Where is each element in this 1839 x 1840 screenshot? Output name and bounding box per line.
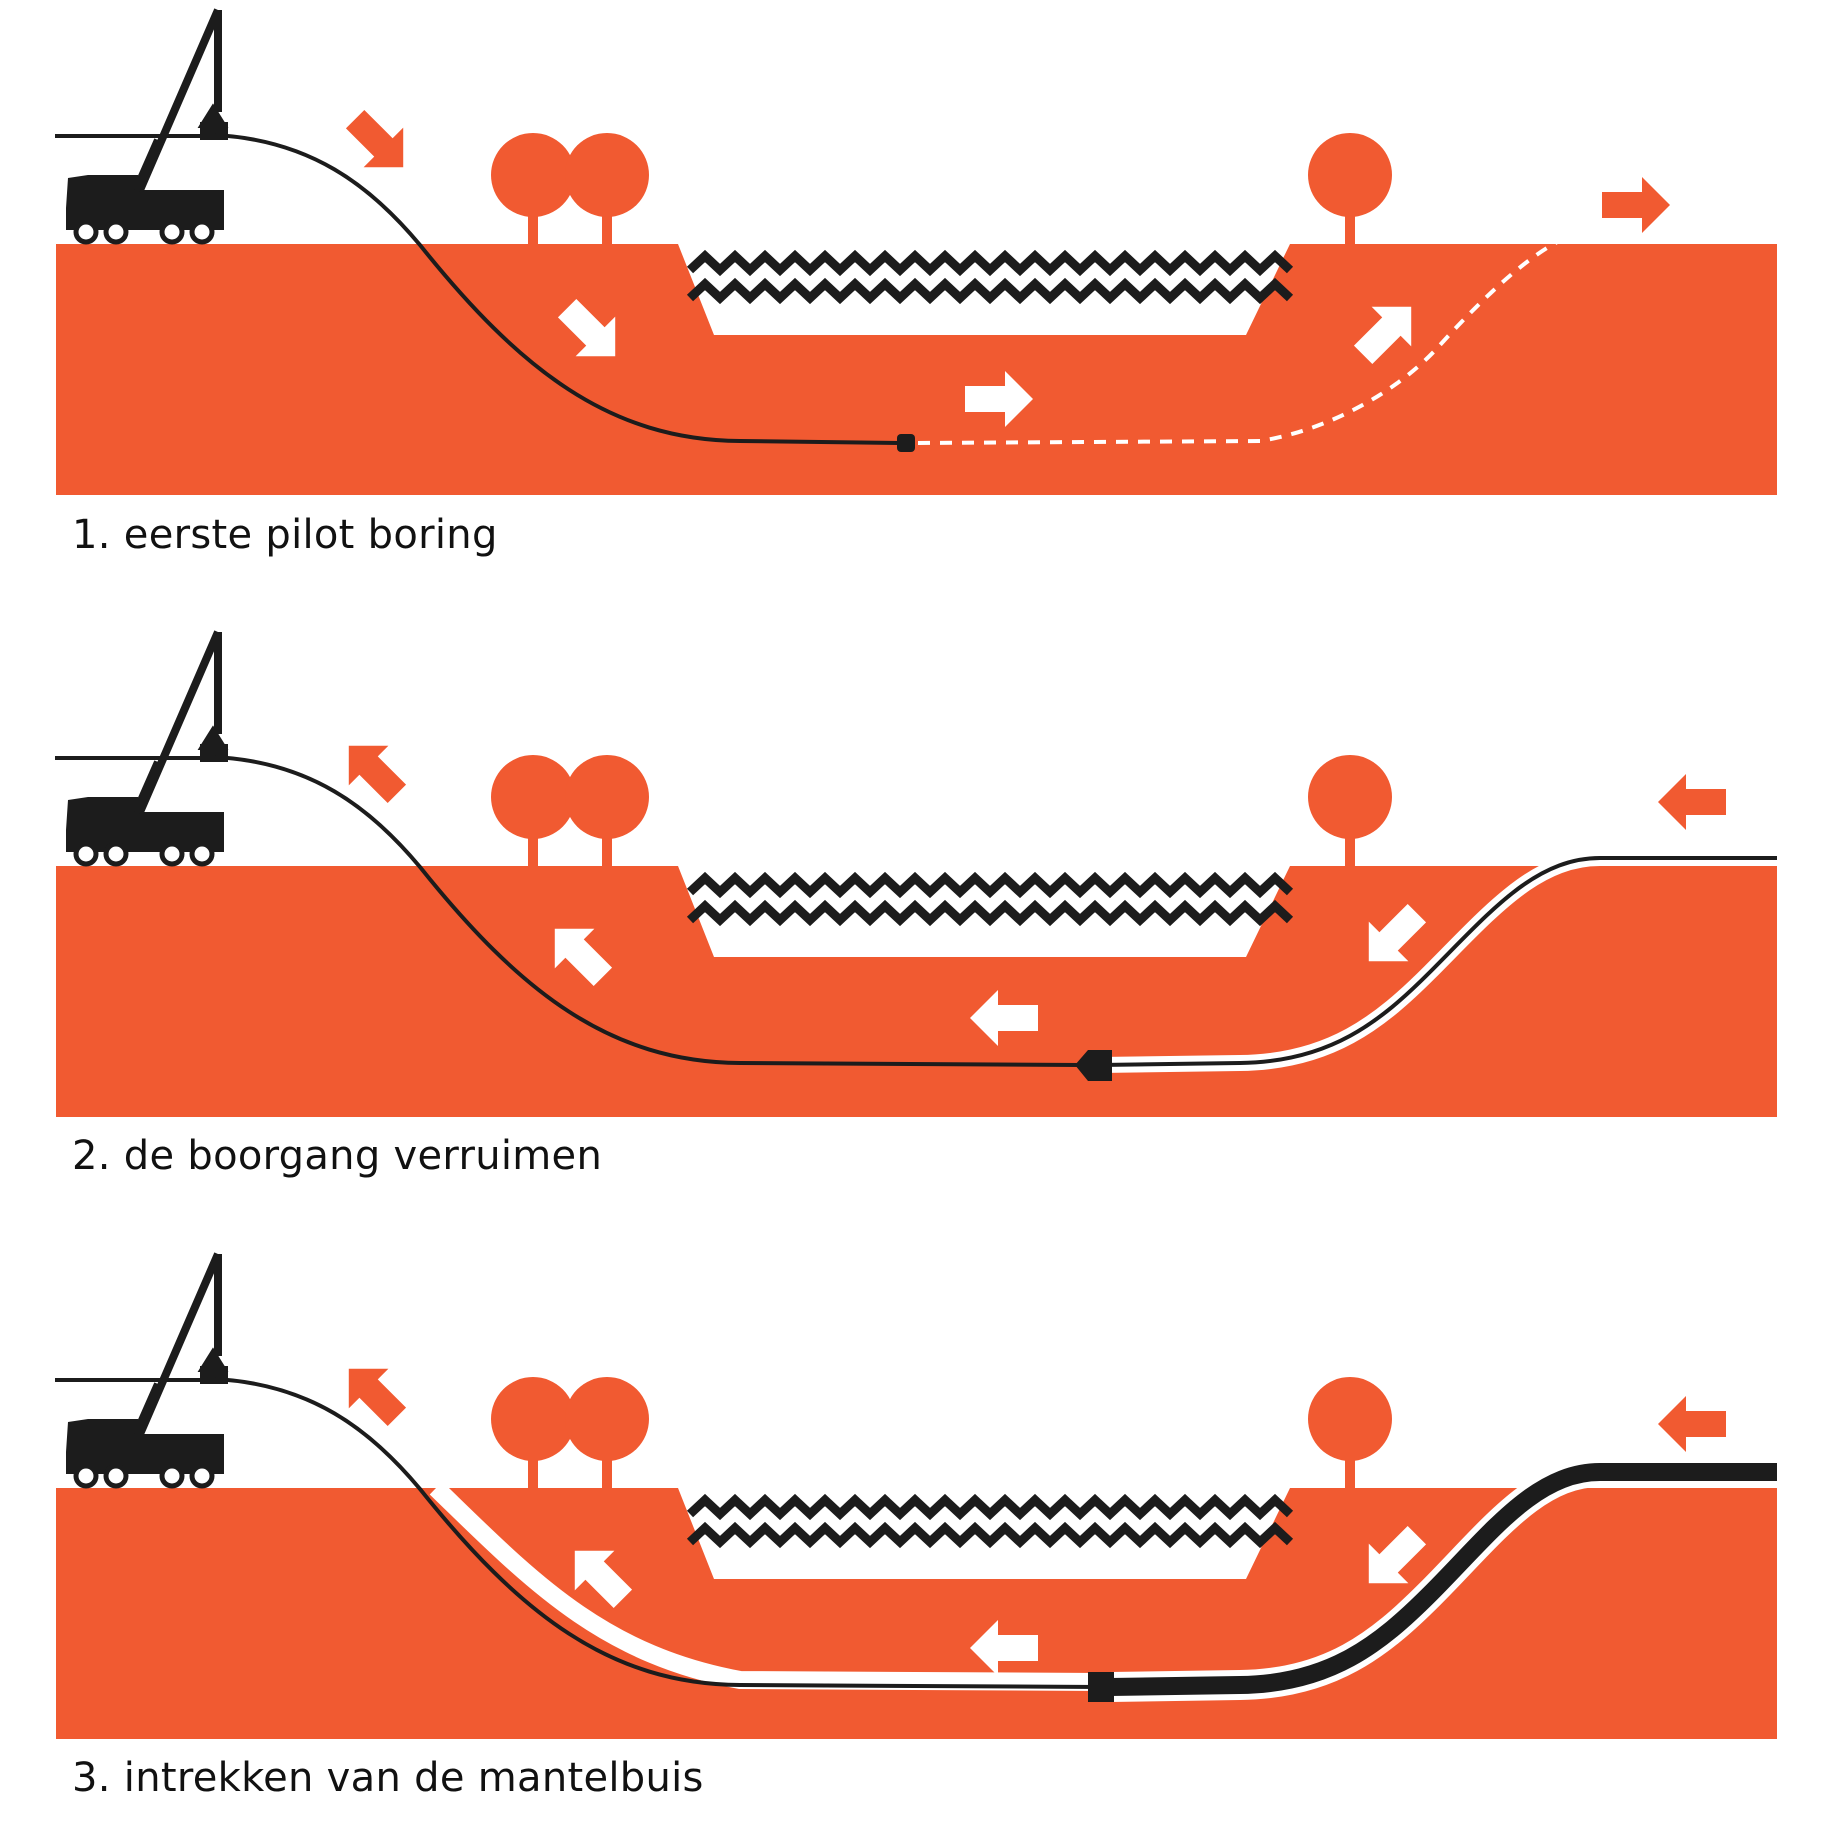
tree-icon xyxy=(1308,1377,1392,1489)
tree-crown xyxy=(491,1377,575,1461)
drilling-rig-icon xyxy=(55,8,229,245)
tree-trunk xyxy=(528,827,538,867)
tree-trunk xyxy=(602,827,612,867)
wave-line xyxy=(686,249,1294,277)
water-waves-icon xyxy=(686,871,1294,927)
drill-head-icon xyxy=(897,434,915,452)
tree-trunk xyxy=(1345,1449,1355,1489)
rig-wheel xyxy=(189,841,215,867)
wave-line xyxy=(686,871,1294,899)
water-waves-icon xyxy=(686,1493,1294,1549)
step-2-caption: 2. de boorgang verruimen xyxy=(72,1133,603,1179)
tree-icon xyxy=(491,755,575,867)
tree-trunk xyxy=(528,1449,538,1489)
rig-wheel xyxy=(73,219,99,245)
tree-crown xyxy=(1308,755,1392,839)
panel-3 xyxy=(55,1252,1777,1739)
tree-icon xyxy=(1308,133,1392,245)
tree-icon xyxy=(491,133,575,245)
rig-wheel xyxy=(159,1463,185,1489)
tree-icon xyxy=(491,1377,575,1489)
arrow-icon xyxy=(328,1348,417,1437)
rig-mast xyxy=(132,1252,222,1436)
rig-truck-body xyxy=(66,175,224,230)
drilling-rig-icon xyxy=(55,1252,229,1489)
tree-icon xyxy=(565,755,649,867)
wave-line xyxy=(686,899,1294,927)
rig-truck-body xyxy=(66,797,224,852)
tree-icon xyxy=(565,133,649,245)
rig-wheel xyxy=(159,841,185,867)
tree-trunk xyxy=(602,205,612,245)
rig-wheel xyxy=(189,219,215,245)
tree-icon xyxy=(565,1377,649,1489)
tree-crown xyxy=(491,133,575,217)
tree-icon xyxy=(1308,755,1392,867)
reamed-channel xyxy=(429,1481,1101,1691)
reamer-icon xyxy=(1075,1050,1112,1081)
step-1-caption: 1. eerste pilot boring xyxy=(72,512,498,558)
ground xyxy=(56,866,1777,1117)
tree-trunk xyxy=(528,205,538,245)
tree-crown xyxy=(565,1377,649,1461)
wave-line xyxy=(686,1521,1294,1549)
pull-cable xyxy=(1099,856,1777,1067)
drilling-rig-icon xyxy=(55,630,229,867)
wave-line xyxy=(686,277,1294,305)
rig-mast xyxy=(132,630,222,814)
reamer-icon xyxy=(1088,1672,1114,1702)
rig-wheel xyxy=(159,219,185,245)
tree-crown xyxy=(491,755,575,839)
water-waves-icon xyxy=(686,249,1294,305)
step-3-caption: 3. intrekken van de mantelbuis xyxy=(72,1755,704,1801)
tree-trunk xyxy=(1345,205,1355,245)
tree-crown xyxy=(565,133,649,217)
pull-line xyxy=(214,1377,1101,1689)
tree-crown xyxy=(565,755,649,839)
rig-wheel xyxy=(73,841,99,867)
panel-2 xyxy=(55,630,1777,1117)
arrow-icon xyxy=(328,725,417,814)
ground xyxy=(56,244,1777,495)
arrow-icon xyxy=(1658,1396,1726,1452)
pilot-bore-line xyxy=(214,133,901,445)
tree-crown xyxy=(1308,1377,1392,1461)
tree-crown xyxy=(1308,133,1392,217)
tree-trunk xyxy=(1345,827,1355,867)
panel-1 xyxy=(55,8,1777,495)
rig-mast xyxy=(132,8,222,192)
pull-line xyxy=(214,755,1081,1067)
rig-wheel xyxy=(103,1463,129,1489)
arrow-icon xyxy=(1602,177,1670,233)
rig-wheel xyxy=(103,841,129,867)
wave-line xyxy=(686,1493,1294,1521)
casing-pipe xyxy=(1109,1463,1777,1696)
rig-wheel xyxy=(103,219,129,245)
tree-trunk xyxy=(602,1449,612,1489)
rig-truck-body xyxy=(66,1419,224,1474)
rig-wheel xyxy=(73,1463,99,1489)
rig-wheel xyxy=(189,1463,215,1489)
arrow-icon xyxy=(335,99,424,188)
arrow-icon xyxy=(1658,774,1726,830)
